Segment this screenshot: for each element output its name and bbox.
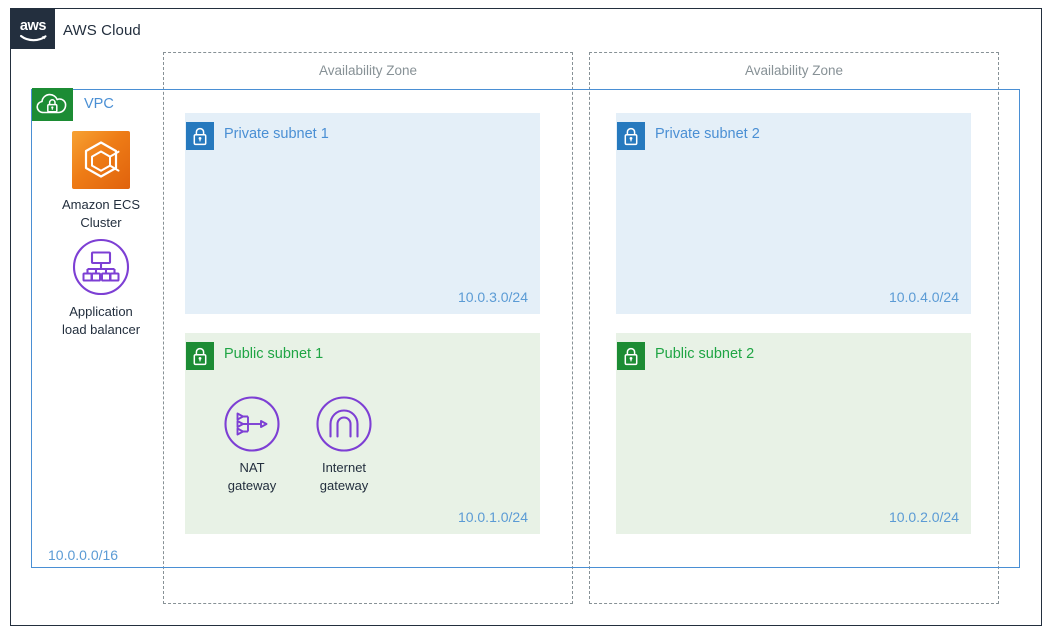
aws-cloud-boundary xyxy=(10,8,1042,626)
private-subnet-2-cidr: 10.0.4.0/24 xyxy=(888,289,959,305)
public-subnet-1-title: Public subnet 1 xyxy=(224,346,324,362)
igw-label-line-1: Internet xyxy=(321,460,367,475)
vpc-boundary xyxy=(31,89,1020,568)
lock-icon xyxy=(186,342,214,370)
lock-icon xyxy=(186,122,214,150)
vpc-title: VPC xyxy=(84,96,114,112)
private-subnet-1: Private subnet 1 10.0.3.0/24 xyxy=(185,113,540,314)
nat-label-line-1: NAT xyxy=(239,460,265,475)
availability-zone-1: Availability Zone xyxy=(163,52,573,604)
availability-zone-2-label: Availability Zone xyxy=(744,63,844,78)
nat-gateway-icon xyxy=(223,395,281,453)
aws-logo-icon: aws xyxy=(11,9,55,49)
availability-zone-1-label: Availability Zone xyxy=(318,63,418,78)
alb-label-line-1: Application xyxy=(69,304,133,319)
public-subnet-2-title: Public subnet 2 xyxy=(655,346,755,362)
load-balancer-icon xyxy=(72,238,130,296)
application-load-balancer-label: Application load balancer xyxy=(41,303,161,339)
ecs-container-icon xyxy=(72,131,130,189)
igw-label-line-2: gateway xyxy=(319,478,369,493)
application-load-balancer-node: Application load balancer xyxy=(41,238,161,339)
private-subnet-1-cidr: 10.0.3.0/24 xyxy=(457,289,528,305)
public-subnet-1-cidr: 10.0.1.0/24 xyxy=(457,509,528,525)
nat-gateway-node: NAT gateway xyxy=(204,395,300,495)
availability-zone-2: Availability Zone xyxy=(589,52,999,604)
private-subnet-2-title: Private subnet 2 xyxy=(655,126,760,142)
ecs-label-line-2: Cluster xyxy=(80,215,122,230)
lock-icon xyxy=(617,122,645,150)
lock-icon xyxy=(617,342,645,370)
vpc-cloud-lock-icon xyxy=(32,88,73,121)
private-subnet-2: Private subnet 2 10.0.4.0/24 xyxy=(616,113,971,314)
nat-gateway-label: NAT gateway xyxy=(204,459,300,495)
svg-text:aws: aws xyxy=(20,18,47,34)
ecs-label-line-1: Amazon ECS xyxy=(61,197,141,212)
vpc-cidr-label: 10.0.0.0/16 xyxy=(48,547,119,563)
aws-cloud-title: AWS Cloud xyxy=(63,22,141,39)
public-subnet-1: Public subnet 1 10.0.1.0/24 xyxy=(185,333,540,534)
public-subnet-2: Public subnet 2 10.0.2.0/24 xyxy=(616,333,971,534)
internet-gateway-icon xyxy=(315,395,373,453)
amazon-ecs-cluster-label: Amazon ECS Cluster xyxy=(41,196,161,232)
internet-gateway-node: Internet gateway xyxy=(296,395,392,495)
private-subnet-1-title: Private subnet 1 xyxy=(224,126,329,142)
amazon-ecs-cluster-node: Amazon ECS Cluster xyxy=(41,131,161,232)
nat-label-line-2: gateway xyxy=(227,478,277,493)
internet-gateway-label: Internet gateway xyxy=(296,459,392,495)
alb-label-line-2: load balancer xyxy=(61,322,141,337)
public-subnet-2-cidr: 10.0.2.0/24 xyxy=(888,509,959,525)
